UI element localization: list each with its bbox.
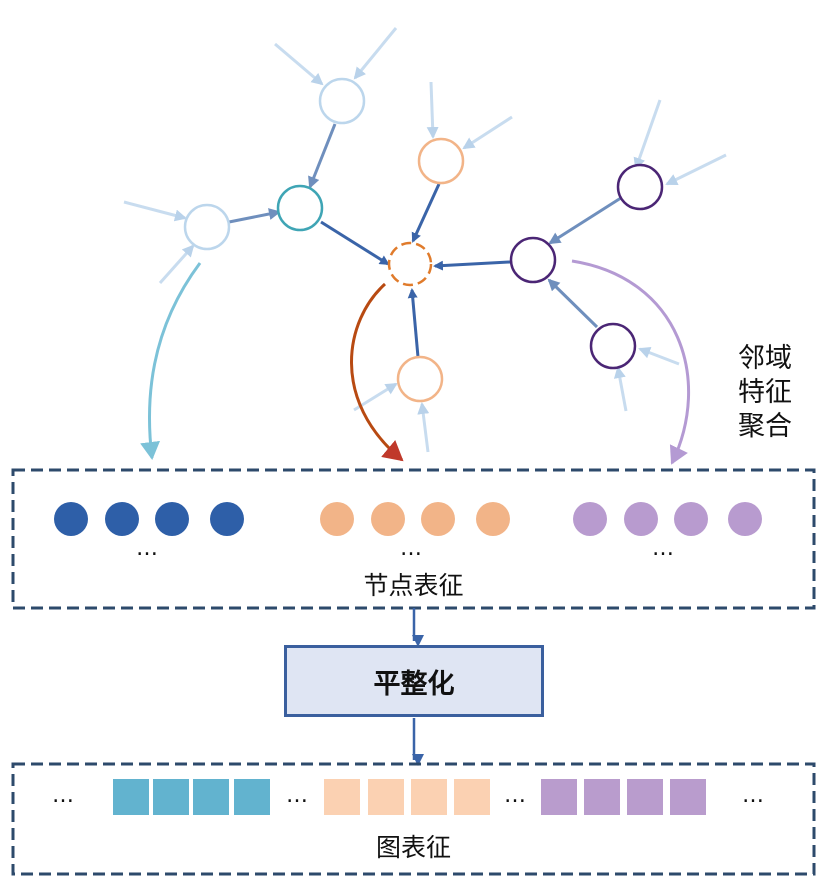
blue-dot bbox=[155, 502, 189, 536]
blue-dot bbox=[105, 502, 139, 536]
flatten-block: 平整化 bbox=[284, 645, 544, 717]
graph-representation-squares bbox=[113, 779, 706, 815]
incoming-arrows bbox=[123, 27, 727, 453]
lavender-square bbox=[584, 779, 620, 815]
node-orange-bottom bbox=[396, 355, 444, 403]
node-teal bbox=[276, 184, 324, 232]
teal-square bbox=[234, 779, 270, 815]
purple-dot bbox=[674, 502, 708, 536]
graph-representation-label: 图表征 bbox=[375, 833, 451, 862]
ellipsis: … bbox=[504, 783, 527, 808]
ellipsis: … bbox=[286, 783, 309, 808]
orange-dot bbox=[320, 502, 354, 536]
neighbor-aggregation-line-3: 聚合 bbox=[738, 411, 792, 442]
lavender-square bbox=[541, 779, 577, 815]
lavender-square bbox=[627, 779, 663, 815]
graph-edges bbox=[228, 123, 625, 358]
graph-representation-box bbox=[11, 762, 816, 876]
node-orange-top bbox=[417, 137, 465, 185]
node-representation-dots bbox=[54, 502, 762, 536]
neighbor-aggregation-line-1: 邻域 bbox=[738, 343, 792, 374]
node-top-left bbox=[318, 77, 366, 125]
peach-square bbox=[411, 779, 447, 815]
ellipsis: … bbox=[52, 783, 75, 808]
purple-dot bbox=[624, 502, 658, 536]
teal-square bbox=[113, 779, 149, 815]
lavender-square bbox=[670, 779, 706, 815]
orange-dot bbox=[371, 502, 405, 536]
purple-dot bbox=[573, 502, 607, 536]
graph-nodes bbox=[183, 77, 664, 403]
node-center bbox=[387, 241, 433, 287]
neighbor-aggregation-line-2: 特征 bbox=[738, 377, 792, 408]
ellipsis: … bbox=[400, 536, 423, 561]
ellipsis: … bbox=[652, 536, 675, 561]
node-purple-bottom bbox=[589, 322, 637, 370]
ellipsis: … bbox=[742, 783, 765, 808]
teal-aggregation-arrow bbox=[140, 262, 202, 460]
node-purple-mid bbox=[509, 236, 557, 284]
blue-dot bbox=[210, 502, 244, 536]
peach-square bbox=[454, 779, 490, 815]
neighbor-aggregation-label: 邻域 特征 聚合 bbox=[738, 342, 798, 444]
purple-dot bbox=[728, 502, 762, 536]
orange-dot bbox=[421, 502, 455, 536]
node-purple-top bbox=[616, 163, 664, 211]
node-representation-label: 节点表征 bbox=[363, 571, 464, 600]
node-left bbox=[183, 203, 231, 251]
flatten-label: 平整化 bbox=[373, 668, 455, 700]
blue-dot bbox=[54, 502, 88, 536]
ellipsis: … bbox=[136, 536, 159, 561]
peach-square bbox=[368, 779, 404, 815]
teal-square bbox=[153, 779, 189, 815]
red-aggregation-arrow bbox=[350, 282, 404, 462]
aggregation-arrows bbox=[140, 259, 691, 465]
teal-square bbox=[193, 779, 229, 815]
peach-square bbox=[324, 779, 360, 815]
orange-dot bbox=[476, 502, 510, 536]
lavender-aggregation-arrow bbox=[571, 259, 691, 465]
